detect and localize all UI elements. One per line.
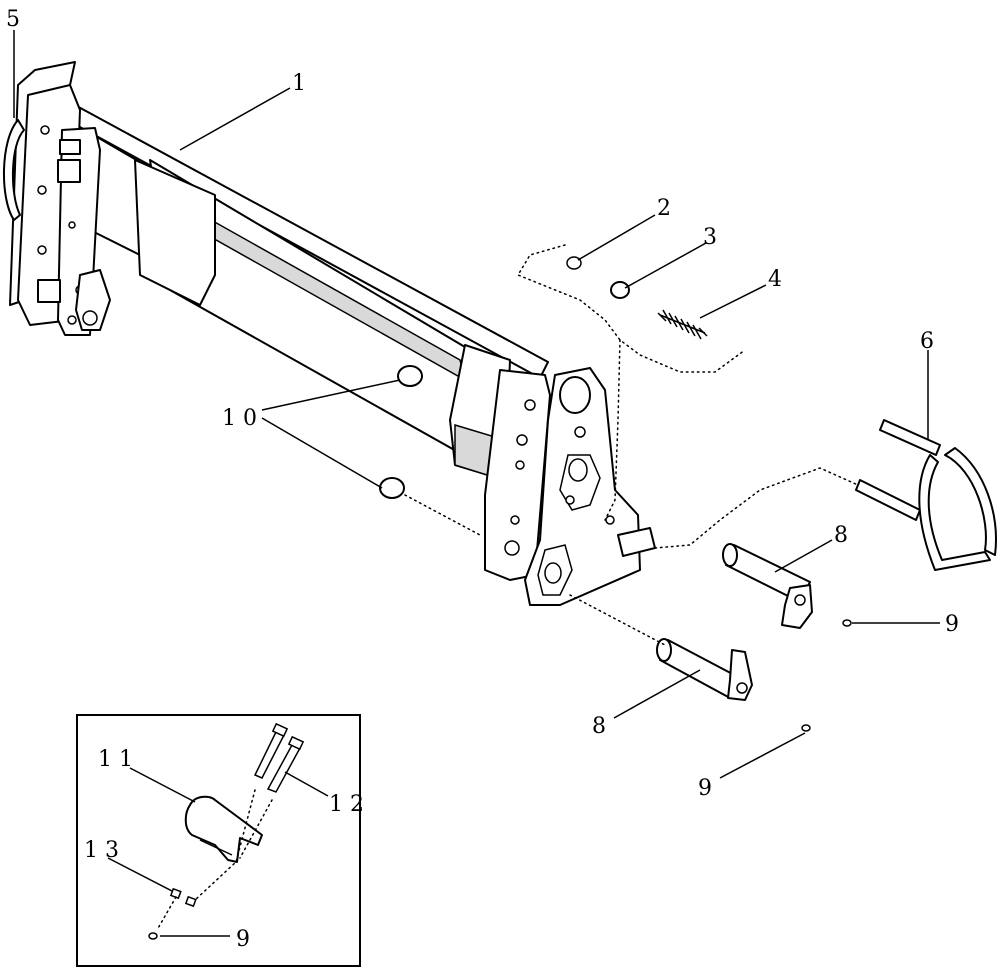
part-3-washer (610, 281, 630, 299)
assembly-lines (404, 244, 859, 646)
callout-13: 1 3 (84, 838, 119, 863)
main-frame (9, 61, 656, 606)
callout-labels: 1 2 3 4 5 6 8 8 9 9 1 0 (6, 7, 959, 801)
callout-3: 3 (703, 225, 717, 250)
part-10-ring-lower (379, 477, 405, 499)
callout-12: 1 2 (329, 792, 364, 817)
part-9-pin-a (842, 619, 852, 627)
callout-9-lower: 9 (698, 776, 712, 801)
part-2-snap-ring (566, 256, 582, 270)
inset-detail: 1 1 1 2 1 3 9 (76, 714, 364, 967)
part-8-pin-lower (656, 638, 753, 701)
leader-lines (13, 30, 940, 779)
part-4-spring (657, 309, 708, 340)
callout-8-lower: 8 (592, 714, 606, 739)
part-12-bolts (253, 722, 305, 793)
part-5-handle (2, 119, 25, 221)
callout-1: 1 (292, 71, 306, 96)
callout-10: 1 0 (222, 406, 257, 431)
callout-8-upper: 8 (834, 523, 848, 548)
part-8-pin-upper (722, 543, 813, 629)
inset-part-9 (148, 932, 158, 940)
callout-4: 4 (768, 267, 782, 292)
callout-9-inset: 9 (236, 927, 250, 952)
part-10-ring-upper (397, 365, 423, 387)
part-9-pin-b (801, 724, 811, 732)
callout-9-right: 9 (945, 612, 959, 637)
callout-6: 6 (920, 329, 934, 354)
callout-2: 2 (657, 196, 671, 221)
part-13-nuts (169, 887, 197, 908)
part-6-u-handle (855, 419, 997, 571)
callout-11: 1 1 (98, 747, 133, 772)
callout-5: 5 (6, 7, 20, 32)
